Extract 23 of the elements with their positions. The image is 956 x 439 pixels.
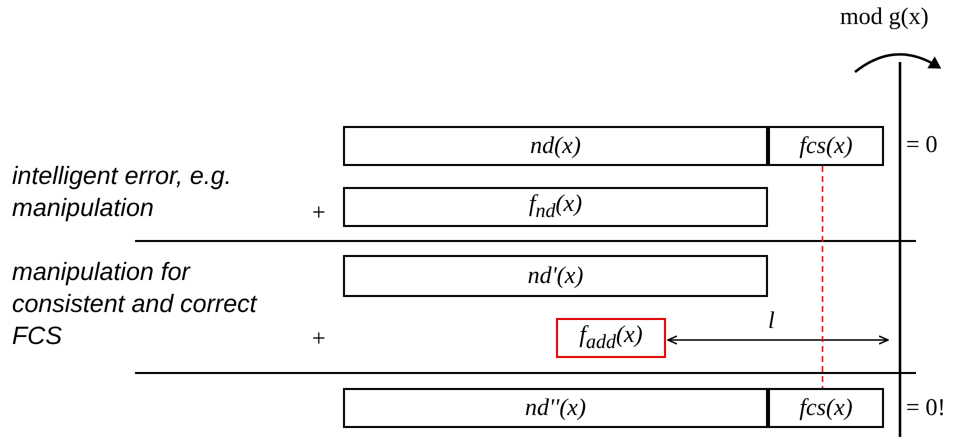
plus-sign: + — [312, 200, 326, 227]
annotation-text: manipulation for consistent and correct FCS — [12, 257, 258, 352]
expression-box — [343, 255, 768, 297]
length-label: l — [768, 308, 775, 335]
modulo-label: mod g(x) — [840, 4, 929, 31]
formula-text: f$_{add}$(x) — [579, 322, 643, 354]
formula-text: nd(x) — [530, 132, 581, 160]
formula-text: fcs(x) — [799, 394, 853, 422]
expression-box — [768, 126, 884, 166]
expression-box — [343, 187, 768, 227]
expression-box — [556, 318, 666, 358]
equation-result: = 0 — [906, 132, 938, 159]
formula-text: nd''(x) — [525, 394, 586, 422]
expression-box — [768, 388, 884, 428]
formula-text: f$_{nd}$(x) — [528, 191, 582, 223]
equation-result: = 0! — [906, 395, 946, 422]
connector-line — [822, 166, 824, 388]
formula-text: nd'(x) — [528, 262, 584, 290]
plus-sign: + — [312, 326, 326, 353]
expression-box — [343, 388, 768, 428]
expression-box — [343, 126, 768, 166]
formula-text: fcs(x) — [799, 132, 853, 160]
annotation-text: intelligent error, e.g. manipulation — [12, 161, 233, 224]
